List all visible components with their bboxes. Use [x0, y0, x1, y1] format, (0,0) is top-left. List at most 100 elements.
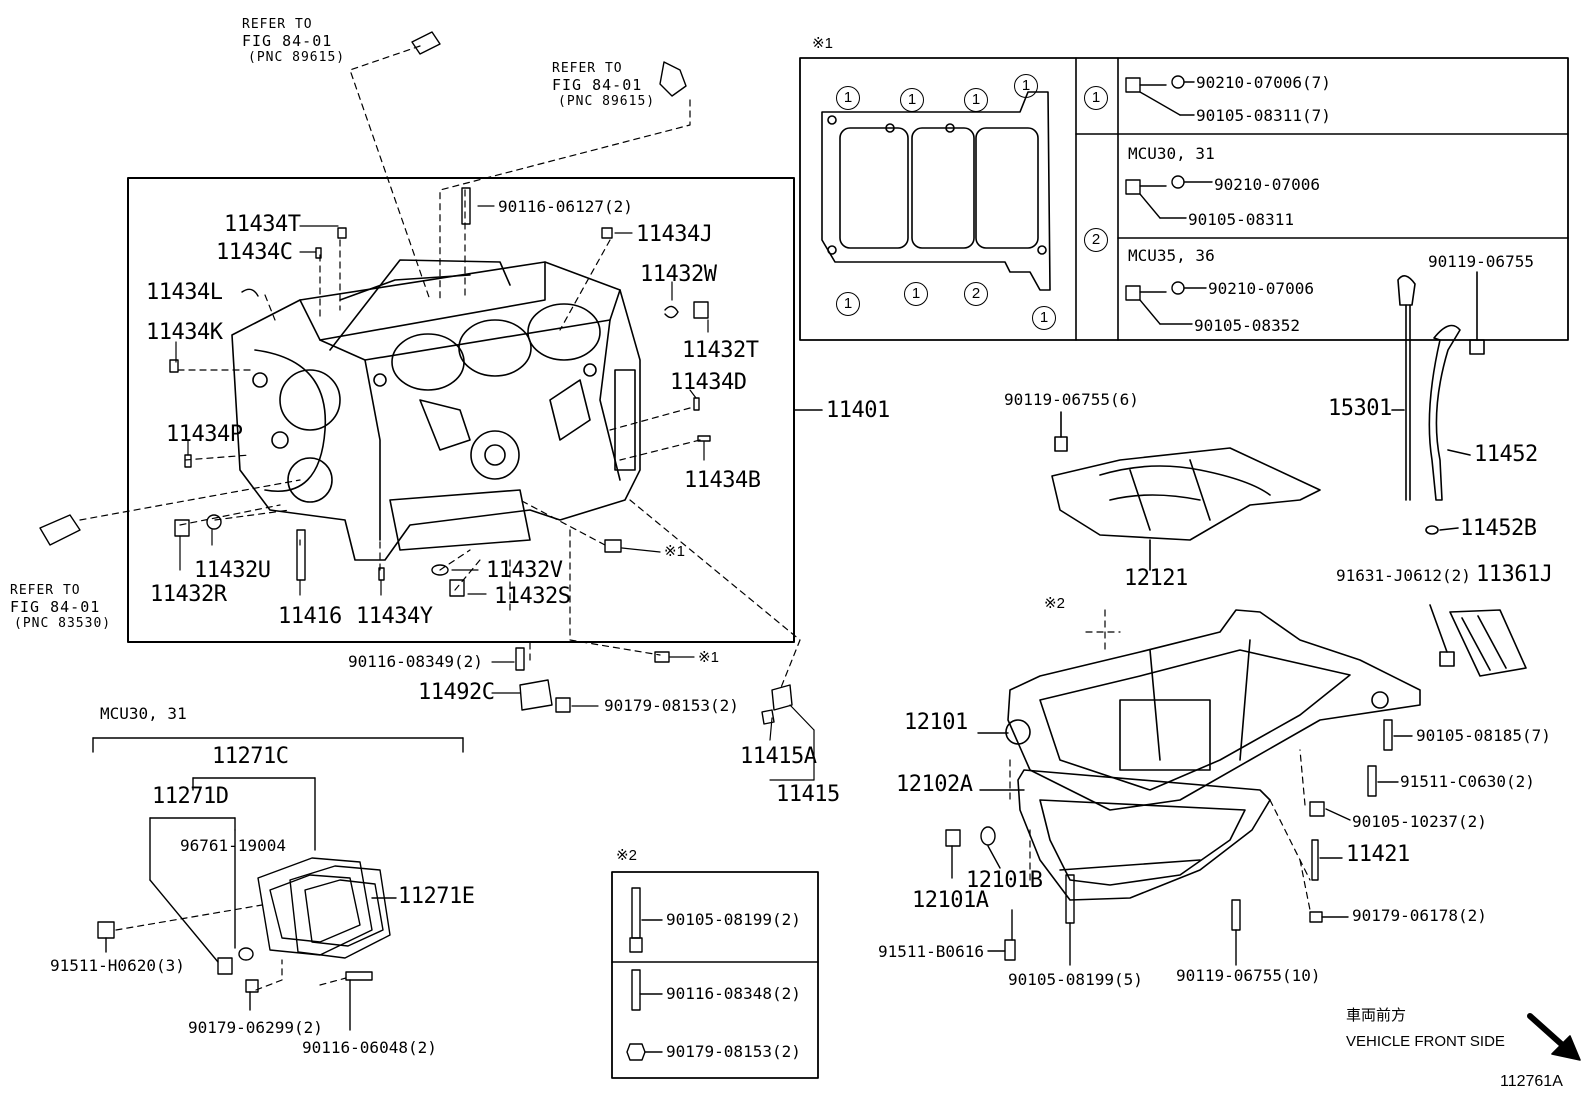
part-12101[interactable]: 12101 — [904, 710, 968, 735]
cylinder-block-drawing — [231, 259, 641, 561]
key-circle: 1 — [836, 86, 860, 110]
dipstick-drawing — [1391, 271, 1485, 535]
mcu-bracket — [92, 737, 464, 881]
part-90116-06048[interactable]: 90116-06048(2) — [302, 1038, 437, 1057]
part-11434B[interactable]: 11434B — [684, 468, 761, 493]
part-11452[interactable]: 11452 — [1474, 442, 1538, 467]
part-11434D[interactable]: 11434D — [670, 370, 747, 395]
ref-top-left-line1: REFER TO — [242, 17, 313, 32]
table1-row-key-2: 2 — [1084, 228, 1108, 252]
table1-bolt-b[interactable]: 90210-07006 — [1208, 279, 1314, 298]
ref-left-line3: (PNC 83530) — [14, 616, 112, 631]
ref-left-line2[interactable]: FIG 84-01 — [10, 598, 101, 616]
part-90119-06755-10[interactable]: 90119-06755(10) — [1176, 966, 1321, 985]
ref-top-mid-line2[interactable]: FIG 84-01 — [552, 76, 643, 94]
part-11434L[interactable]: 11434L — [146, 280, 223, 305]
part-11271E[interactable]: 11271E — [398, 884, 475, 909]
part-11434K[interactable]: 11434K — [146, 320, 223, 345]
table1-row1-washer[interactable]: 90105-08311(7) — [1196, 106, 1331, 125]
part-91511-B0616[interactable]: 91511-B0616 — [878, 942, 984, 961]
gasket-drawing — [821, 91, 1051, 291]
table2-title: ※2 — [616, 847, 637, 864]
part-11361J[interactable]: 11361J — [1476, 562, 1553, 587]
key-circle: 1 — [1014, 74, 1038, 98]
ref-mark-1a: ※1 — [664, 543, 685, 560]
table1-bolt-a[interactable]: 90210-07006 — [1214, 175, 1320, 194]
part-91511-H0620[interactable]: 91511-H0620(3) — [50, 956, 185, 975]
ref-top-left-line2[interactable]: FIG 84-01 — [242, 32, 333, 50]
part-90179-06178[interactable]: 90179-06178(2) — [1352, 906, 1487, 925]
part-11432V[interactable]: 11432V — [486, 558, 563, 583]
ref-left-line1: REFER TO — [10, 583, 81, 598]
ref-top-mid-line3: (PNC 89615) — [558, 94, 656, 109]
part-90105-10237[interactable]: 90105-10237(2) — [1352, 812, 1487, 831]
part-91631-J0612[interactable]: 91631-J0612(2) — [1336, 566, 1471, 585]
table1-model-a: MCU30, 31 — [1128, 144, 1215, 163]
part-11434Y[interactable]: 11434Y — [356, 604, 433, 629]
oil-pan-upper-drawing — [1005, 604, 1527, 811]
part-91511-C0630[interactable]: 91511-C0630(2) — [1400, 772, 1535, 791]
mcu-parts-drawing — [97, 829, 397, 1031]
table1-washer-b[interactable]: 90105-08352 — [1194, 316, 1300, 335]
baffle-plate-drawing — [1051, 411, 1321, 571]
part-11416[interactable]: 11416 — [278, 604, 342, 629]
table2-part-90116-08348[interactable]: 90116-08348(2) — [666, 984, 801, 1003]
ref-top-left-line3: (PNC 89615) — [248, 50, 346, 65]
part-11434J[interactable]: 11434J — [636, 222, 713, 247]
part-11421[interactable]: 11421 — [1346, 842, 1410, 867]
part-12101A[interactable]: 12101A — [912, 888, 989, 913]
part-12102A[interactable]: 12102A — [896, 772, 973, 797]
part-96761-19004[interactable]: 96761-19004 — [180, 836, 286, 855]
part-90105-08199-5[interactable]: 90105-08199(5) — [1008, 970, 1143, 989]
part-11434T[interactable]: 11434T — [224, 212, 301, 237]
part-90116-08349[interactable]: 90116-08349(2) — [348, 652, 483, 671]
table1-row1-bolt[interactable]: 90210-07006(7) — [1196, 73, 1331, 92]
part-11434P[interactable]: 11434P — [166, 422, 243, 447]
key-circle: 2 — [964, 282, 988, 306]
table2-part-90105-08199[interactable]: 90105-08199(2) — [666, 910, 801, 929]
figure-id: 112761A — [1500, 1073, 1563, 1090]
front-side-label-en: VEHICLE FRONT SIDE — [1346, 1033, 1505, 1050]
part-11432T[interactable]: 11432T — [682, 338, 759, 363]
table1-washer-a[interactable]: 90105-08311 — [1188, 210, 1294, 229]
front-side-label-jp: 車両前方 — [1346, 1007, 1407, 1024]
part-11452B[interactable]: 11452B — [1460, 516, 1537, 541]
oil-pan-lower-drawing — [1017, 769, 1271, 901]
part-11432U[interactable]: 11432U — [194, 558, 271, 583]
part-11432W[interactable]: 11432W — [640, 262, 717, 287]
part-11434C[interactable]: 11434C — [216, 240, 293, 265]
mcu-model-label: MCU30, 31 — [100, 704, 187, 723]
key-circle: 1 — [836, 292, 860, 316]
part-11401[interactable]: 11401 — [826, 398, 890, 423]
table1-model-b: MCU35, 36 — [1128, 246, 1215, 265]
part-11271C[interactable]: 11271C — [212, 744, 289, 769]
part-12121[interactable]: 12121 — [1124, 566, 1188, 591]
table2-part-90179-08153[interactable]: 90179-08153(2) — [666, 1042, 801, 1061]
key-circle: 1 — [964, 88, 988, 112]
part-11415A[interactable]: 11415A — [740, 744, 817, 769]
part-11415[interactable]: 11415 — [776, 782, 840, 807]
part-90105-08185[interactable]: 90105-08185(7) — [1416, 726, 1551, 745]
ref-top-mid-line1: REFER TO — [552, 61, 623, 76]
table1-title: ※1 — [812, 35, 833, 52]
part-11432S[interactable]: 11432S — [494, 584, 571, 609]
part-90119-06755[interactable]: 90119-06755 — [1428, 252, 1534, 271]
table1-row-key-1: 1 — [1084, 86, 1108, 110]
part-90179-06299[interactable]: 90179-06299(2) — [188, 1018, 323, 1037]
part-11492C[interactable]: 11492C — [418, 680, 495, 705]
part-90179-08153[interactable]: 90179-08153(2) — [604, 696, 739, 715]
ref-mark-2: ※2 — [1044, 595, 1065, 612]
ref-mark-1b: ※1 — [698, 649, 719, 666]
part-90116-06127[interactable]: 90116-06127(2) — [498, 197, 633, 216]
part-15301[interactable]: 15301 — [1328, 396, 1392, 421]
part-12101B[interactable]: 12101B — [966, 868, 1043, 893]
part-90119-06755-6[interactable]: 90119-06755(6) — [1004, 390, 1139, 409]
table1-frame — [799, 57, 1569, 341]
table2-frame — [611, 871, 819, 1079]
key-circle: 1 — [900, 88, 924, 112]
part-11432R[interactable]: 11432R — [150, 582, 227, 607]
part-11271D[interactable]: 11271D — [152, 784, 229, 809]
key-circle: 1 — [904, 282, 928, 306]
front-arrow — [1527, 1013, 1581, 1061]
